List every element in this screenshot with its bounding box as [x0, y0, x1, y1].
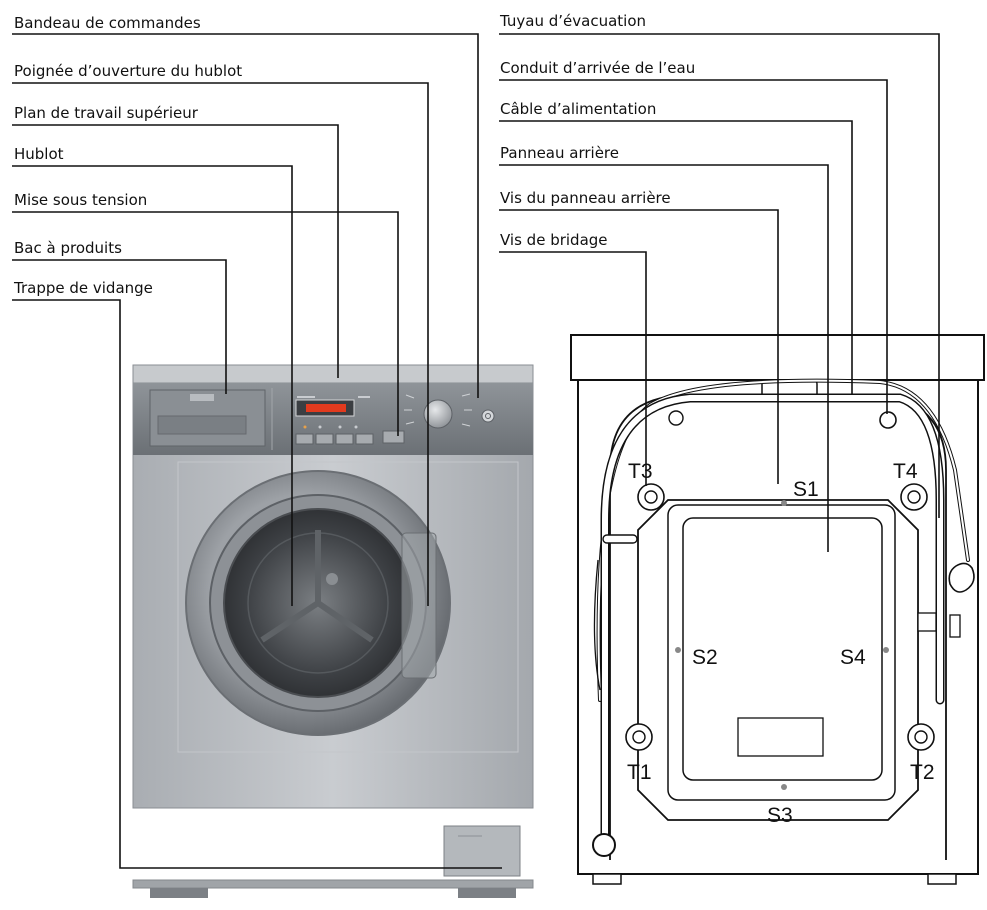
- label-t3: T3: [628, 460, 653, 483]
- cable-grommet: [668, 410, 684, 426]
- knob-tick: [405, 394, 415, 399]
- function-button[interactable]: [335, 433, 354, 445]
- indicator-led: [318, 425, 322, 429]
- hose-holder-clip: [949, 614, 961, 638]
- drum-paddles: [260, 530, 374, 643]
- worktop: [132, 364, 534, 384]
- front-foot-right: [458, 888, 516, 898]
- leader-trappe: [12, 299, 502, 869]
- drain-hose: [602, 395, 943, 848]
- leader-hublot: [12, 165, 293, 606]
- bolt-t4: [900, 483, 928, 511]
- water-inlet-connector: [879, 411, 897, 429]
- front-leader-lines: [12, 33, 502, 869]
- function-button[interactable]: [295, 433, 314, 445]
- plinth: [132, 879, 534, 889]
- leader-bandeau: [12, 33, 479, 398]
- screw-s2: [675, 647, 681, 653]
- label-s1: S1: [793, 478, 819, 501]
- label-t1: T1: [627, 761, 652, 784]
- rear-panel-inner: [682, 517, 883, 781]
- label-trappe: Trappe de vidange: [13, 279, 153, 297]
- function-button[interactable]: [315, 433, 334, 445]
- brand-logo: [190, 394, 214, 401]
- label-s2: S2: [692, 646, 718, 669]
- front-foot-left: [150, 888, 208, 898]
- leader-mise: [12, 211, 399, 436]
- knob-tick: [405, 421, 415, 425]
- label-poignee: Poignée d’ouverture du hublot: [14, 62, 242, 80]
- leader-vis-panneau: [499, 209, 779, 484]
- label-vis-panneau: Vis du panneau arrière: [500, 189, 671, 207]
- program-knob[interactable]: [423, 399, 453, 429]
- door-handle[interactable]: [401, 532, 437, 679]
- label-vis-bridage: Vis de bridage: [500, 231, 608, 249]
- leader-plan: [12, 124, 339, 378]
- knob-tick: [461, 423, 471, 427]
- indicator-led: [303, 425, 307, 429]
- function-button[interactable]: [355, 433, 374, 445]
- label-t2: T2: [910, 761, 935, 784]
- drain-hose-end: [592, 833, 616, 857]
- front-machine: [132, 364, 534, 898]
- rear-panel-mid: [667, 504, 896, 801]
- label-plan: Plan de travail supérieur: [14, 104, 199, 122]
- label-hublot: Hublot: [14, 145, 64, 163]
- drawer-handle: [157, 415, 247, 435]
- label-cable: Câble d’alimentation: [500, 100, 656, 118]
- rating-plate: [737, 717, 824, 757]
- bolt-t2: [907, 723, 935, 751]
- leader-bac: [12, 259, 227, 394]
- leader-tuyau: [499, 33, 940, 518]
- label-s3: S3: [767, 804, 793, 827]
- leader-cable: [499, 120, 853, 394]
- start-pause-button[interactable]: [382, 430, 405, 444]
- label-bandeau: Bandeau de commandes: [14, 14, 201, 32]
- leader-conduit: [499, 79, 888, 414]
- power-icon-glyph: [485, 413, 491, 419]
- label-s4: S4: [840, 646, 866, 669]
- drum-center: [326, 573, 338, 585]
- power-plug: [948, 562, 975, 593]
- back-foot-right: [927, 873, 957, 885]
- door-frame-outline: [177, 461, 519, 753]
- screw-s3: [781, 784, 787, 790]
- display-caption: [297, 396, 315, 398]
- label-t4: T4: [893, 460, 918, 483]
- hose-clip: [602, 534, 638, 544]
- back-leader-lines: [499, 33, 940, 552]
- leader-panneau: [499, 164, 829, 552]
- label-mise: Mise sous tension: [14, 191, 147, 209]
- rear-panel-outer: [637, 499, 919, 821]
- display-digits: [306, 404, 346, 412]
- leader-vis-bridage: [499, 251, 647, 486]
- cable-loop: [593, 559, 601, 691]
- label-panneau: Panneau arrière: [500, 144, 619, 162]
- label-conduit: Conduit d’arrivée de l’eau: [500, 59, 695, 77]
- label-tuyau: Tuyau d’évacuation: [499, 12, 646, 30]
- bolt-t1: [625, 723, 653, 751]
- leader-poignee: [12, 82, 429, 606]
- indicator-led: [338, 425, 342, 429]
- display-caption-right: [358, 396, 370, 398]
- label-bac: Bac à produits: [14, 239, 122, 257]
- knob-tick: [461, 393, 471, 397]
- screw-s1: [781, 500, 787, 506]
- screw-s4: [883, 647, 889, 653]
- bolt-t3: [637, 483, 665, 511]
- power-icon[interactable]: [481, 409, 495, 423]
- back-foot-left: [592, 873, 622, 885]
- hose-holder: [917, 612, 937, 632]
- indicator-led: [354, 425, 358, 429]
